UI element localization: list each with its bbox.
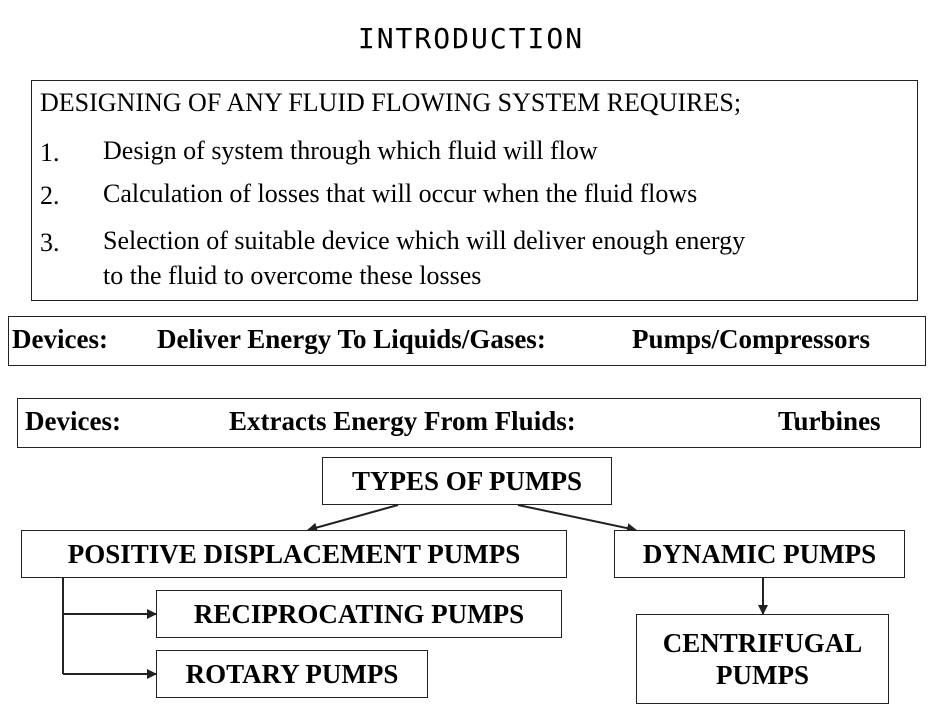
arrow-to-dynamic xyxy=(517,504,637,534)
centrifugal-pumps-label-line1: CENTRIFUGAL xyxy=(662,628,863,658)
arrow-to-positive-displacement xyxy=(307,504,399,533)
devices-deliver-description: Deliver Energy To Liquids/Gases: xyxy=(157,324,546,354)
reciprocating-pumps-node: RECIPROCATING PUMPS xyxy=(156,590,562,638)
rotary-pumps-node: ROTARY PUMPS xyxy=(156,650,428,698)
centrifugal-pumps-node: CENTRIFUGAL PUMPS xyxy=(636,614,889,704)
devices-deliver-box xyxy=(8,316,926,366)
reciprocating-pumps-label: RECIPROCATING PUMPS xyxy=(193,599,525,629)
rotary-pumps-label: ROTARY PUMPS xyxy=(185,659,399,689)
devices-deliver-result: Pumps/Compressors xyxy=(632,324,871,354)
types-of-pumps-label: TYPES OF PUMPS xyxy=(351,466,582,496)
requirement-number: 1. xyxy=(40,138,60,167)
devices-extract-description: Extracts Energy From Fluids: xyxy=(229,406,576,436)
requirements-box xyxy=(31,80,918,301)
positive-displacement-node: POSITIVE DISPLACEMENT PUMPS xyxy=(21,530,567,578)
page-title: INTRODUCTION xyxy=(357,22,585,55)
requirement-number: 2. xyxy=(40,181,60,210)
dynamic-pumps-label: DYNAMIC PUMPS xyxy=(642,539,877,569)
requirement-text: Design of system through which fluid wil… xyxy=(103,136,598,165)
requirement-text: Calculation of losses that will occur wh… xyxy=(103,179,698,208)
requirement-text-continued: to the fluid to overcome these losses xyxy=(103,261,482,290)
requirement-text: Selection of suitable device which will … xyxy=(103,226,746,255)
requirement-number: 3. xyxy=(40,228,60,257)
devices-extract-result: Turbines xyxy=(778,406,881,436)
devices-extract-label: Devices: xyxy=(25,406,121,436)
centrifugal-pumps-label-line2: PUMPS xyxy=(716,660,809,690)
positive-displacement-label: POSITIVE DISPLACEMENT PUMPS xyxy=(67,539,521,569)
types-of-pumps-node: TYPES OF PUMPS xyxy=(322,457,612,505)
dynamic-pumps-node: DYNAMIC PUMPS xyxy=(614,530,905,578)
devices-extract-box xyxy=(17,398,921,448)
requirements-heading: DESIGNING OF ANY FLUID FLOWING SYSTEM RE… xyxy=(40,88,742,117)
devices-deliver-label: Devices: xyxy=(12,324,108,354)
